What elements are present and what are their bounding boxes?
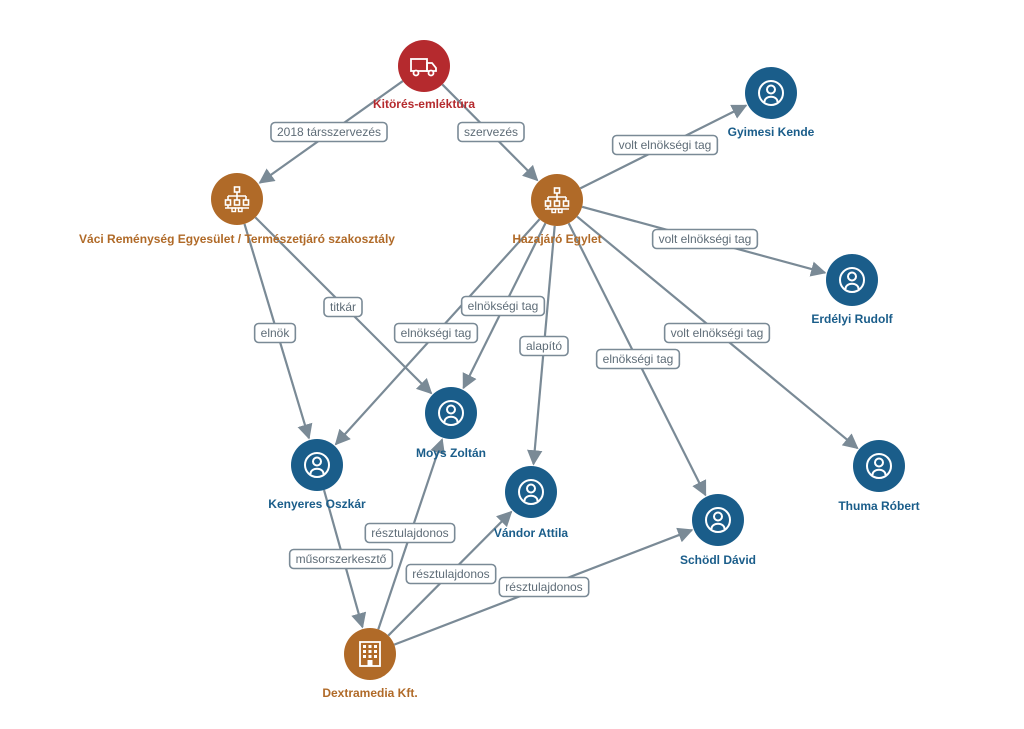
edge-label-text: résztulajdonos bbox=[412, 567, 489, 581]
event-node-circle[interactable] bbox=[398, 40, 450, 92]
edge-label-box bbox=[288, 548, 394, 570]
edge-label: volt elnökségi tag bbox=[663, 322, 771, 344]
edge-label-text: elnökségi tag bbox=[401, 326, 472, 340]
edge-label: résztulajdonos bbox=[364, 522, 456, 544]
edge-label-box bbox=[611, 134, 719, 156]
node-thuma[interactable]: Thuma Róbert bbox=[838, 440, 920, 513]
node-label: Vándor Attila bbox=[494, 526, 569, 540]
node-moys[interactable]: Moys Zoltán bbox=[416, 387, 486, 460]
edge-label: műsorszerkesztő bbox=[288, 548, 394, 570]
edge-label: elnök bbox=[253, 322, 297, 344]
edge-label: elnökségi tag bbox=[393, 322, 479, 344]
company-node-circle[interactable] bbox=[344, 628, 396, 680]
edge-label-text: alapító bbox=[526, 339, 562, 353]
edge-label-text: 2018 társszervezés bbox=[277, 125, 381, 139]
edge-label: elnökségi tag bbox=[595, 348, 681, 370]
node-dextramedia[interactable]: Dextramedia Kft. bbox=[322, 628, 418, 700]
edge-label-text: elnökségi tag bbox=[603, 352, 674, 366]
node-erdelyi[interactable]: Erdélyi Rudolf bbox=[811, 254, 894, 326]
edge-labels-layer: 2018 társszervezés szervezés volt elnökség… bbox=[253, 121, 771, 598]
edge-label-box bbox=[405, 563, 497, 585]
edge-label-text: elnökségi tag bbox=[468, 299, 539, 313]
edge-label-box bbox=[323, 296, 363, 318]
node-vaci[interactable]: Váci Reménység Egyesület / Természetjáró… bbox=[79, 173, 395, 246]
edge-label: volt elnökségi tag bbox=[611, 134, 719, 156]
node-kenyeres[interactable]: Kenyeres Oszkár bbox=[268, 439, 366, 511]
node-label: Erdélyi Rudolf bbox=[811, 312, 893, 326]
edge-label-box bbox=[270, 121, 388, 143]
node-schodl[interactable]: Schödl Dávid bbox=[680, 494, 756, 567]
edge-label-text: volt elnökségi tag bbox=[671, 326, 764, 340]
edge-label-text: műsorszerkesztő bbox=[296, 552, 387, 566]
edge-label-text: elnök bbox=[261, 326, 291, 340]
node-kitores[interactable]: Kitörés-emléktúra bbox=[373, 40, 475, 111]
edge-label-box bbox=[595, 348, 681, 370]
edge-label: szervezés bbox=[457, 121, 525, 143]
node-label: Váci Reménység Egyesület / Természetjáró… bbox=[79, 232, 395, 246]
edge-label-box bbox=[457, 121, 525, 143]
edge-label-text: volt elnökségi tag bbox=[659, 232, 752, 246]
edge-label: alapító bbox=[519, 335, 569, 357]
node-label: Hazajáró Egylet bbox=[512, 232, 601, 246]
node-vandor[interactable]: Vándor Attila bbox=[494, 466, 569, 540]
node-label: Moys Zoltán bbox=[416, 446, 486, 460]
edge-label-text: titkár bbox=[330, 300, 356, 314]
node-hazajaro[interactable]: Hazajáró Egylet bbox=[512, 174, 602, 246]
edge-label-box bbox=[364, 522, 456, 544]
edge-label: volt elnökségi tag bbox=[651, 228, 759, 250]
edge-label: résztulajdonos bbox=[405, 563, 497, 585]
edge-label-box bbox=[393, 322, 479, 344]
edge-label-text: résztulajdonos bbox=[371, 526, 448, 540]
edge-label-box bbox=[253, 322, 297, 344]
node-label: Kitörés-emléktúra bbox=[373, 97, 475, 111]
edge-label-box bbox=[651, 228, 759, 250]
edge-label: elnökségi tag bbox=[460, 295, 546, 317]
node-label: Thuma Róbert bbox=[838, 499, 919, 513]
edge-label-box bbox=[498, 576, 590, 598]
node-label: Dextramedia Kft. bbox=[322, 686, 417, 700]
edge-label-text: volt elnökségi tag bbox=[619, 138, 712, 152]
edge-label-box bbox=[519, 335, 569, 357]
node-label: Kenyeres Oszkár bbox=[268, 497, 366, 511]
node-label: Gyimesi Kende bbox=[728, 125, 815, 139]
edge-label-box bbox=[663, 322, 771, 344]
edge-label: résztulajdonos bbox=[498, 576, 590, 598]
node-label: Schödl Dávid bbox=[680, 553, 756, 567]
edge-label: 2018 társszervezés bbox=[270, 121, 388, 143]
edge-label: titkár bbox=[323, 296, 363, 318]
edge-label-box bbox=[460, 295, 546, 317]
node-gyimesi[interactable]: Gyimesi Kende bbox=[728, 67, 815, 139]
edge-label-text: szervezés bbox=[464, 125, 518, 139]
edge-label-text: résztulajdonos bbox=[505, 580, 582, 594]
